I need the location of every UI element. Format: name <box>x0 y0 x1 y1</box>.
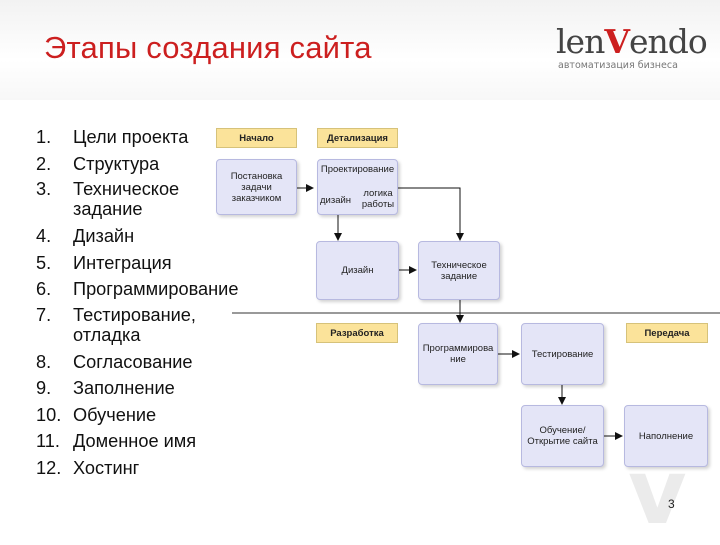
list-item: 10. Обучение <box>36 402 303 429</box>
list-item: 4. Дизайн <box>36 223 303 250</box>
list-item-text: Программирование <box>73 279 239 299</box>
box-design-planning-sub-design: дизайн <box>320 195 352 206</box>
list-item-number: 6. <box>36 279 52 299</box>
list-item: 3. Техническое задание <box>36 177 183 223</box>
list-item-text: Интеграция <box>73 252 172 273</box>
box-visual-design: Дизайн <box>316 241 399 300</box>
list-item-number: 9. <box>36 378 52 398</box>
list-item-text: Обучение <box>73 404 157 425</box>
list-item-text: Тестирование, отладка <box>73 304 196 345</box>
logo-name-v: V <box>604 22 630 61</box>
list-item: 9. Заполнение <box>36 375 303 402</box>
list-item: 11. Доменное имя <box>36 428 303 455</box>
logo-name-part2: endo <box>628 22 708 61</box>
list-item-number: 12. <box>36 457 62 478</box>
list-item-number: 3. <box>36 179 52 199</box>
logo-name-part1: len <box>556 22 605 61</box>
list-item-number: 10. <box>36 404 62 425</box>
list-item: 6. Программирование <box>36 276 303 303</box>
list-item: 1. Цели проекта <box>36 124 303 151</box>
slide-title: Этапы создания сайта <box>44 30 372 65</box>
phase-label-start: Начало <box>216 128 297 148</box>
list-item-text: Заполнение <box>73 378 175 398</box>
list-item: 12. Хостинг <box>36 455 303 482</box>
box-programming: Программирование <box>418 323 498 385</box>
list-item: 2. Структура <box>36 151 303 178</box>
list-item-number: 11. <box>36 431 60 451</box>
list-item-number: 4. <box>36 226 52 246</box>
list-item-number: 1. <box>36 127 52 147</box>
slide-header <box>0 0 720 100</box>
list-item-number: 7. <box>36 304 52 325</box>
list-item-text: Согласование <box>73 351 193 372</box>
box-design-planning: Проектирование дизайн логика работы <box>317 159 398 215</box>
box-tech-spec: Техническое задание <box>418 241 500 300</box>
list-item-number: 8. <box>36 351 52 372</box>
list-item-text: Цели проекта <box>73 127 189 147</box>
phase-label-development: Разработка <box>316 323 398 343</box>
list-item-text: Техническое задание <box>73 179 180 219</box>
logo-tagline: автоматизация бизнеса <box>558 60 678 71</box>
list-item: 5. Интеграция <box>36 250 303 277</box>
phase-label-detail: Детализация <box>317 128 398 148</box>
list-item-number: 2. <box>36 153 52 174</box>
logo-wordmark: lenVendo <box>556 22 708 61</box>
list-item-text: Дизайн <box>73 226 135 246</box>
arrow-design-to-spec <box>398 187 464 241</box>
company-logo: lenVendo автоматизация бизнеса <box>556 22 708 74</box>
list-item: 7. Тестирование, отладка <box>36 303 223 349</box>
list-item-number: 5. <box>36 252 52 273</box>
phase-label-handover: Передача <box>626 323 708 343</box>
list-item: 8. Согласование <box>36 349 303 376</box>
list-item-text: Хостинг <box>73 457 140 478</box>
box-training-launch: Обучение/ Открытие сайта <box>521 405 604 467</box>
box-content-filling: Наполнение <box>624 405 708 467</box>
steps-list: 1. Цели проекта 2. Структура 3. Техническое… <box>36 124 303 481</box>
box-problem-statement: Постановка задачи заказчиком <box>216 159 297 215</box>
list-item-text: Структура <box>73 153 160 174</box>
page-number: 3 <box>668 497 675 511</box>
box-design-planning-sub-logic: логика работы <box>361 188 395 210</box>
list-item-text: Доменное имя <box>73 431 197 451</box>
box-testing: Тестирование <box>521 323 604 385</box>
box-design-planning-title: Проектирование <box>320 164 395 175</box>
